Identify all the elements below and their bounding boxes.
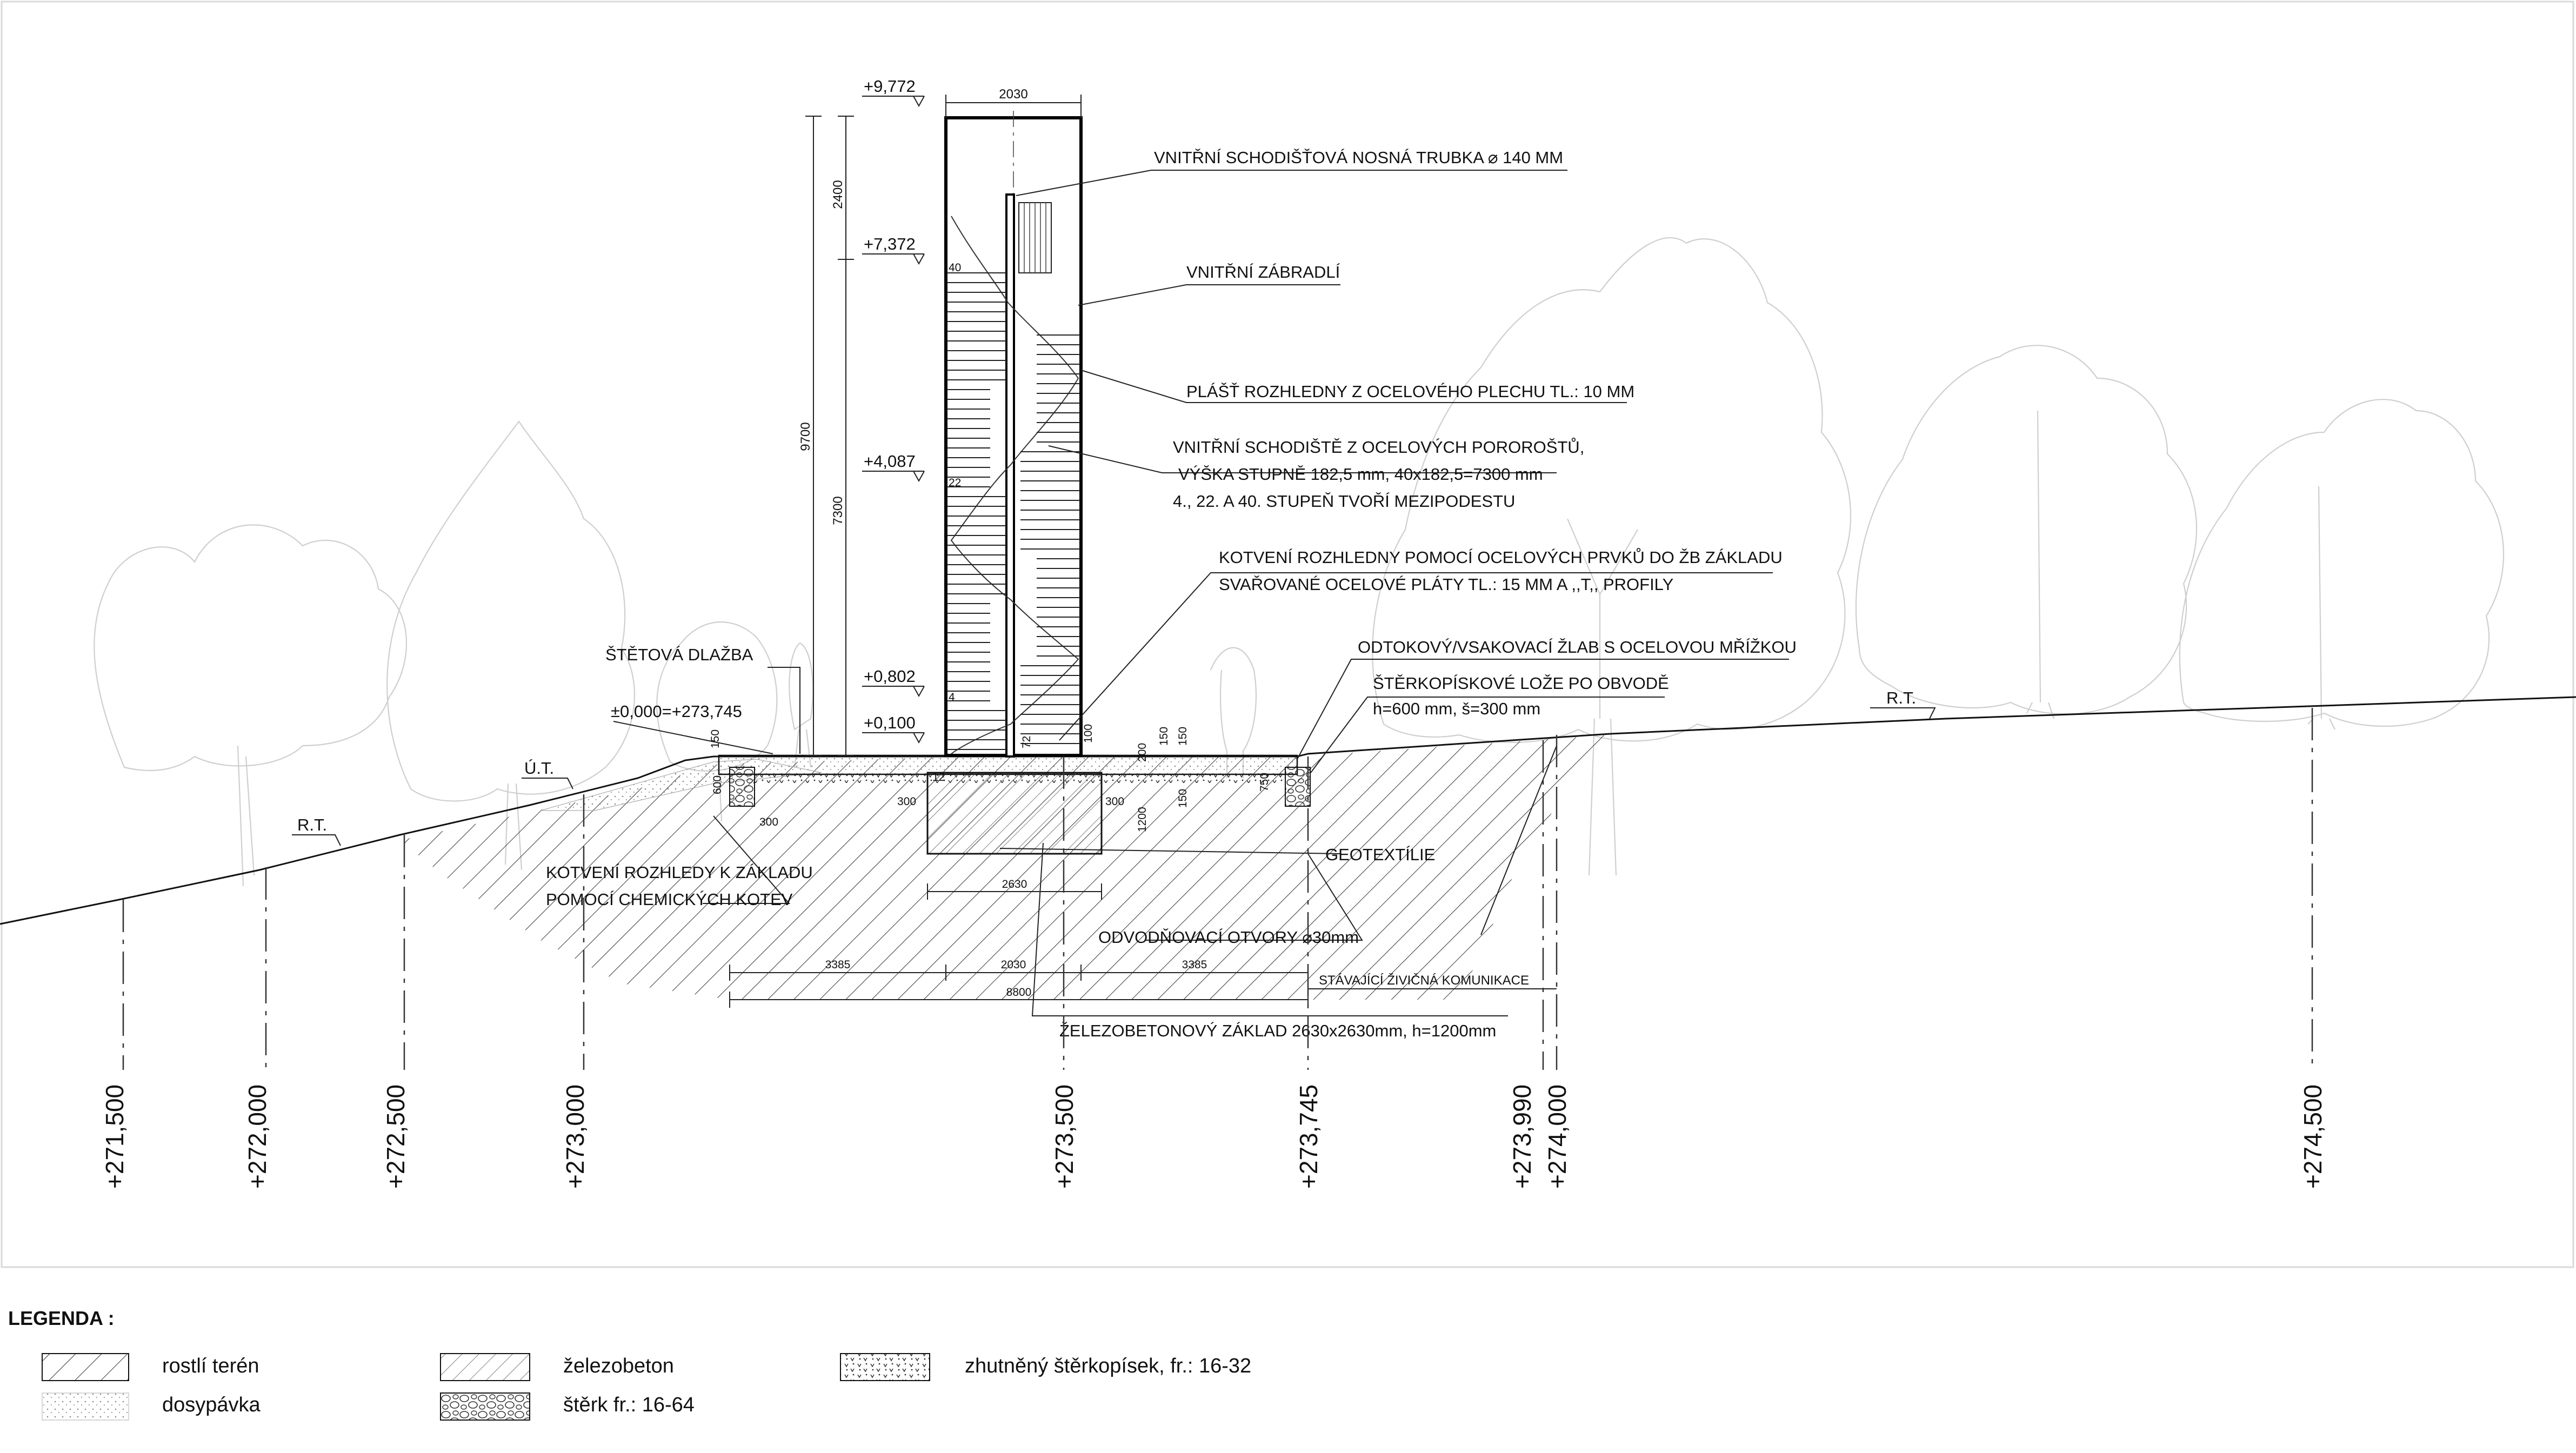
- note-holes: ODVODŇOVACÍ OTVORY ⌀30mm: [1098, 928, 1359, 947]
- railing-bars: [1024, 203, 1046, 273]
- note-ut: Ú.T.: [524, 759, 554, 778]
- dim-2400: 2400: [831, 180, 845, 209]
- height-dimensions: [805, 116, 854, 756]
- note-stair-1: VNITŘNÍ SCHODIŠTĚ Z OCELOVÝCH POROROŠTŮ,: [1173, 437, 1584, 457]
- chainage-272000: +272,000: [243, 1084, 271, 1189]
- dim-72: 72: [1020, 736, 1033, 748]
- note-drain: ODTOKOVÝ/VSAKOVACÍ ŽLAB S OCELOVOU MŘÍŽK…: [1358, 638, 1797, 657]
- step-mark-40: 40: [949, 262, 961, 274]
- note-gravel-2: h=600 mm, š=300 mm: [1373, 699, 1540, 718]
- note-railing: VNITŘNÍ ZÁBRADLÍ: [1186, 263, 1340, 282]
- legend-swatch-concrete: [440, 1353, 530, 1381]
- stair-treads: [947, 272, 1080, 750]
- legend-label-concrete: železobeton: [563, 1355, 674, 1377]
- note-foundation: ŽELEZOBETONOVÝ ZÁKLAD 2630x2630mm, h=120…: [1059, 1021, 1496, 1040]
- legend-label-fill: dosypávka: [162, 1394, 261, 1416]
- note-tube: VNITŘNÍ SCHODIŠŤOVÁ NOSNÁ TRUBKA ⌀ 140 M…: [1154, 148, 1563, 167]
- note-paving: ŠTĚTOVÁ DLAŽBA: [605, 645, 753, 664]
- stair-tube: [1005, 193, 1015, 758]
- tower-width-label: 2030: [999, 87, 1027, 102]
- chainage-273745: +273,745: [1294, 1084, 1323, 1189]
- dim-2030: 2030: [1001, 959, 1026, 971]
- notes: VNITŘNÍ SCHODIŠŤOVÁ NOSNÁ TRUBKA ⌀ 140 M…: [297, 148, 1916, 1040]
- dim-150-mid: 150: [1158, 727, 1170, 746]
- note-anchor-1: KOTVENÍ ROZHLEDNY POMOCÍ OCELOVÝCH PRVKŮ…: [1219, 547, 1783, 567]
- chainage-271500: +271,500: [101, 1084, 129, 1189]
- note-chem-2: POMOCÍ CHEMICKÝCH KOTEV: [546, 890, 793, 909]
- legend-swatch-compacted-gravel: [840, 1353, 930, 1381]
- dim-1200: 1200: [1136, 807, 1149, 832]
- dim-9700: 9700: [798, 422, 813, 451]
- dim-8800: 8800: [1006, 986, 1032, 999]
- legend-label-natural-ground: rostlí terén: [162, 1355, 259, 1377]
- dim-12: 12: [932, 771, 945, 784]
- chainage-273500: +273,500: [1050, 1084, 1078, 1189]
- note-shell: PLÁŠŤ ROZHLEDNY Z OCELOVÉHO PLECHU TL.: …: [1186, 382, 1634, 401]
- annotation-leaders: [292, 170, 1936, 1016]
- step-mark-22: 22: [949, 477, 961, 489]
- note-road: STÁVAJÍCÍ ŽIVIČNÁ KOMUNIKACE: [1319, 973, 1529, 988]
- tower-width-dimension: [945, 95, 1082, 118]
- gravel-trench-right: [1285, 767, 1311, 807]
- note-datum: ±0,000=+273,745: [611, 702, 742, 721]
- drawing-frame: [1, 1, 2574, 1268]
- terrain-line: [0, 696, 2576, 925]
- note-gravel-1: ŠTĚRKOPÍSKOVÉ LOŽE PO OBVODĚ: [1373, 674, 1669, 693]
- note-stair-3: 4., 22. A 40. STUPEŇ TVOŘÍ MEZIPODESTU: [1173, 492, 1515, 511]
- tower: 40 22 4: [944, 111, 1083, 758]
- dim-300-c: 300: [1105, 795, 1124, 808]
- foundation-dimensions: [729, 883, 1557, 1008]
- concrete-foundation: [926, 772, 1103, 855]
- small-dimensions: 150 600 300 300 300 12 72 100 200 150 15…: [709, 724, 1271, 832]
- chainage-272500: +272,500: [382, 1084, 410, 1189]
- note-rt-left: R.T.: [297, 815, 327, 834]
- level-0802: +0,802: [864, 667, 916, 686]
- note-chem-1: KOTVENÍ ROZHLEDY K ZÁKLADU: [546, 863, 813, 882]
- dim-300-a: 300: [759, 816, 778, 828]
- legend-swatch-natural-ground: [42, 1353, 129, 1381]
- elevation-markers: [862, 96, 925, 744]
- spiral-railing: [950, 216, 1079, 754]
- dim-200: 200: [1136, 743, 1149, 762]
- legend-swatch-gravel: [440, 1392, 530, 1421]
- level-9772: +9,772: [864, 77, 916, 96]
- dim-2630: 2630: [1002, 878, 1027, 890]
- legend: LEGENDA : rostlí terén dosypávka železob…: [8, 1307, 1251, 1421]
- chainage-273000: +273,000: [561, 1084, 589, 1189]
- dim-7300: 7300: [831, 496, 845, 525]
- level-7372: +7,372: [864, 235, 916, 253]
- note-geotextile: GEOTEXTÍLIE: [1325, 845, 1435, 864]
- dim-300-b: 300: [897, 795, 916, 808]
- chainage-labels: +271,500 +272,000 +272,500 +273,000 +273…: [101, 1084, 2327, 1189]
- dim-3385-left: 3385: [825, 959, 851, 971]
- chainage-lines: [122, 708, 2313, 1070]
- level-4087: +4,087: [864, 452, 916, 471]
- dim-600-left: 600: [711, 775, 724, 794]
- dim-750: 750: [1258, 773, 1271, 792]
- legend-swatch-fill: [42, 1392, 129, 1421]
- chainage-274500: +274,500: [2299, 1084, 2327, 1189]
- dim-150-right: 150: [1177, 727, 1189, 746]
- note-stair-2: VÝŠKA STUPNĚ 182,5 mm, 40x182,5=7300 mm: [1178, 465, 1543, 484]
- legend-label-gravel: štěrk fr.: 16-64: [563, 1394, 695, 1416]
- gravel-trench-left: [729, 767, 755, 807]
- note-anchor-2: SVAŘOVANÉ OCELOVÉ PLÁTY TL.: 15 MM A ,,T…: [1219, 575, 1673, 594]
- step-mark-4: 4: [949, 691, 955, 704]
- dim-100: 100: [1082, 724, 1095, 743]
- legend-label-compacted-gravel: zhutněný štěrkopísek, fr.: 16-32: [965, 1355, 1251, 1377]
- dim-150-low: 150: [1177, 789, 1189, 808]
- note-rt-right: R.T.: [1886, 688, 1916, 707]
- level-0100: +0,100: [864, 713, 916, 732]
- chainage-274000: +274,000: [1543, 1084, 1571, 1189]
- chainage-273990: +273,990: [1508, 1084, 1536, 1189]
- dim-150-left: 150: [709, 729, 722, 748]
- dim-3385-right: 3385: [1182, 959, 1207, 971]
- paving-slab: [718, 754, 1298, 775]
- legend-title: LEGENDA :: [8, 1307, 115, 1329]
